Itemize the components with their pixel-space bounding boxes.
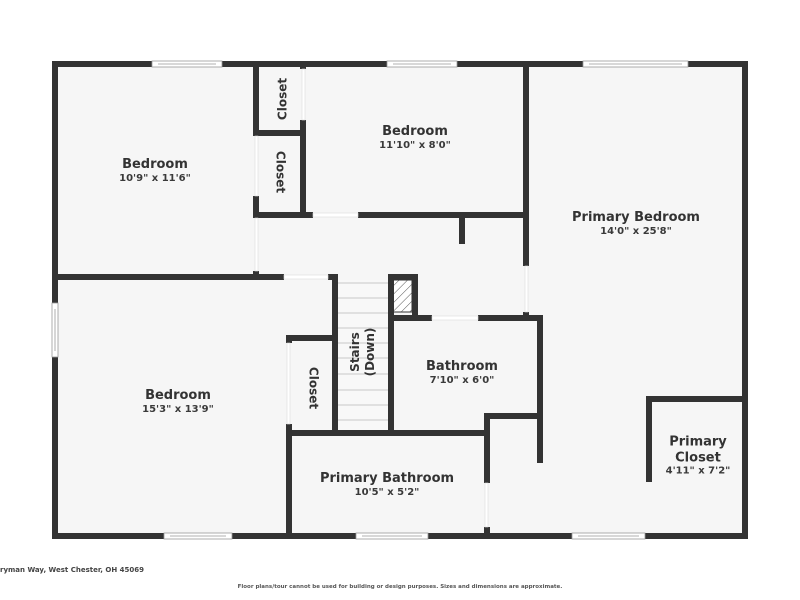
disclaimer-text: Floor plans/tour cannot be used for buil… xyxy=(237,584,563,590)
room-name: Bedroom xyxy=(145,388,211,404)
room-label-primary-bedroom: Primary Bedroom 14'0" x 25'8" xyxy=(572,210,700,238)
room-dimensions: 4'11" x 7'2" xyxy=(665,465,731,477)
stairs-label-line1: Stairs xyxy=(348,332,362,372)
room-dimensions: 10'9" x 11'6" xyxy=(119,172,191,184)
room-label-primary-bathroom: Primary Bathroom 10'5" x 5'2" xyxy=(320,471,454,499)
chimney-hatch xyxy=(391,279,413,313)
room-name: Bedroom xyxy=(382,124,448,140)
door-openings xyxy=(254,68,529,528)
room-label-bedroom-1: Bedroom 10'9" x 11'6" xyxy=(119,157,191,185)
room-name-line2: Closet xyxy=(675,450,721,465)
walls xyxy=(52,61,748,539)
stairs-treads xyxy=(338,280,388,432)
room-label-bathroom: Bathroom 7'10" x 6'0" xyxy=(426,359,498,387)
room-label-bedroom-2: Bedroom 11'10" x 8'0" xyxy=(379,124,451,152)
room-name: Bedroom xyxy=(122,157,188,173)
windows xyxy=(51,60,689,540)
room-name: Primary Bathroom xyxy=(319,471,455,487)
room-label-primary-closet: Primary Closet 4'11" x 7'2" xyxy=(666,434,731,477)
closet-label-upper: Closet xyxy=(275,77,290,121)
room-dimensions: 11'10" x 8'0" xyxy=(379,139,451,151)
room-dimensions: 7'10" x 6'0" xyxy=(429,374,495,386)
room-dimensions: 14'0" x 25'8" xyxy=(600,225,672,237)
closet-label-middle: Closet xyxy=(273,150,288,194)
room-name: Bathroom xyxy=(426,359,498,375)
stairs-label-line2: (Down) xyxy=(363,327,377,377)
closet-label-lower: Closet xyxy=(306,366,321,410)
room-name-line1: Primary xyxy=(669,434,727,450)
property-address: ryman Way, West Chester, OH 45069 xyxy=(0,566,144,574)
room-dimensions: 10'5" x 5'2" xyxy=(354,486,420,498)
room-label-bedroom-3: Bedroom 15'3" x 13'9" xyxy=(142,388,214,416)
room-dimensions: 15'3" x 13'9" xyxy=(142,403,214,415)
room-name: Primary Bedroom xyxy=(572,210,700,226)
stairs-label: Stairs (Down) xyxy=(348,328,378,377)
